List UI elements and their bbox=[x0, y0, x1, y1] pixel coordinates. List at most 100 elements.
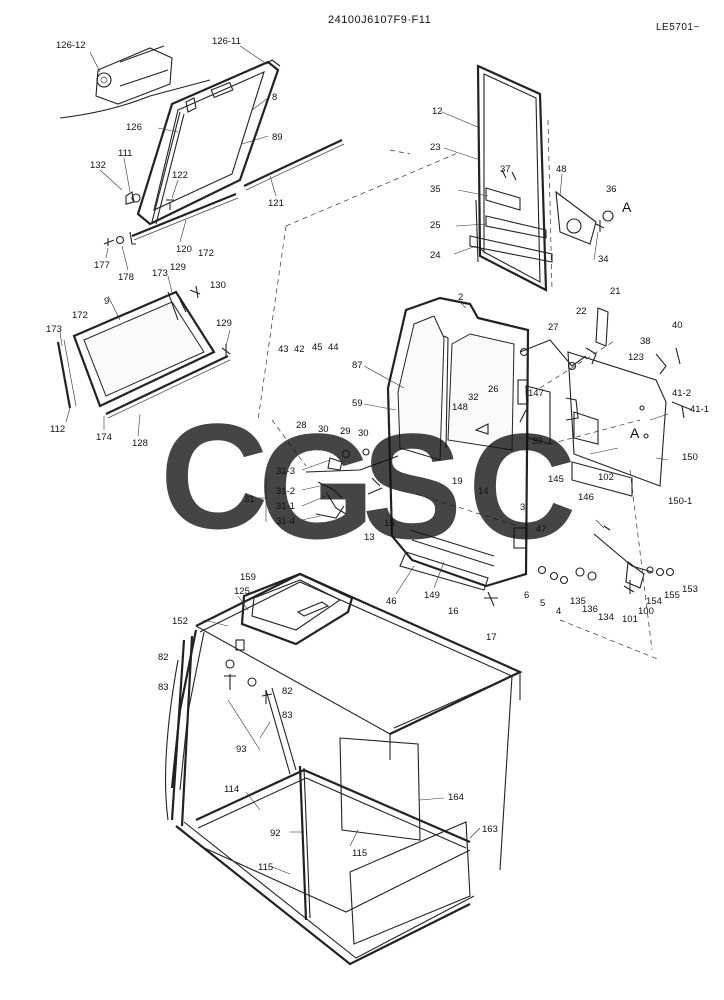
callout-30-a: 30 bbox=[318, 424, 329, 435]
callout-46: 46 bbox=[386, 596, 397, 607]
callout-155: 155 bbox=[664, 590, 680, 601]
pillar-93 bbox=[265, 687, 297, 775]
callout-93: 93 bbox=[236, 744, 247, 755]
side-panel-150 bbox=[559, 307, 693, 661]
callout-23: 23 bbox=[430, 142, 441, 153]
cab-frame bbox=[164, 149, 523, 966]
callout-31-1: 31-1 bbox=[276, 501, 295, 512]
callout-34: 34 bbox=[598, 254, 609, 265]
callout-83-b: 83 bbox=[282, 710, 293, 721]
callout-A-upper: A bbox=[622, 199, 632, 215]
callout-87: 87 bbox=[352, 360, 363, 371]
callout-12: 12 bbox=[432, 106, 443, 117]
callout-4: 4 bbox=[556, 606, 561, 617]
callout-83-a: 83 bbox=[158, 682, 169, 693]
callout-177: 177 bbox=[94, 260, 110, 271]
wire-27 bbox=[519, 339, 597, 371]
callout-146: 146 bbox=[578, 492, 594, 503]
callout-3: 3 bbox=[520, 502, 525, 513]
callout-126-12: 126-12 bbox=[56, 40, 86, 51]
callout-39: 39 bbox=[532, 436, 543, 447]
callout-24: 24 bbox=[430, 250, 441, 261]
callout-82-b: 82 bbox=[282, 686, 293, 697]
callout-129-lower: 129 bbox=[216, 318, 232, 329]
callout-labels: 126-12 126-11 8 126 89 111 132 122 121 1… bbox=[46, 36, 709, 873]
lower-front-glass-9 bbox=[56, 285, 231, 419]
callout-40: 40 bbox=[672, 320, 683, 331]
callout-22: 22 bbox=[576, 306, 587, 317]
callout-31: 31 bbox=[244, 494, 255, 505]
callout-136: 136 bbox=[582, 604, 598, 615]
callout-114: 114 bbox=[224, 784, 239, 795]
callout-44: 44 bbox=[328, 342, 339, 353]
callout-41-2: 41-2 bbox=[672, 388, 691, 399]
watermark-letter-4: C bbox=[468, 402, 576, 570]
callout-29: 29 bbox=[340, 426, 351, 437]
callout-147: 147 bbox=[528, 388, 544, 399]
wiper-motor-assembly bbox=[59, 45, 211, 119]
callout-163: 163 bbox=[482, 824, 498, 835]
callout-154: 154 bbox=[646, 596, 662, 607]
callout-100: 100 bbox=[638, 606, 654, 617]
callout-134: 134 bbox=[598, 612, 614, 623]
rear-window-12 bbox=[469, 64, 614, 292]
wire-harness-102 bbox=[593, 525, 675, 594]
callout-123: 123 bbox=[628, 352, 644, 363]
callout-115-a: 115 bbox=[352, 848, 367, 859]
callout-38: 38 bbox=[640, 336, 651, 347]
callout-14: 14 bbox=[478, 486, 489, 497]
callout-115-b: 115 bbox=[258, 862, 273, 873]
front-pillar-152 bbox=[170, 629, 205, 791]
callout-172-upper: 172 bbox=[198, 248, 214, 259]
callout-48: 48 bbox=[556, 164, 567, 175]
callout-41-1: 41-1 bbox=[690, 404, 709, 415]
callout-135: 135 bbox=[570, 596, 586, 607]
watermark-logo: C G S C bbox=[160, 392, 576, 570]
callout-15: 15 bbox=[384, 518, 395, 529]
callout-47: 47 bbox=[536, 524, 547, 535]
callout-150-1: 150-1 bbox=[668, 496, 692, 507]
callout-16: 16 bbox=[448, 606, 459, 617]
callout-152: 152 bbox=[172, 616, 188, 627]
callout-92: 92 bbox=[270, 828, 281, 839]
callout-27: 27 bbox=[548, 322, 559, 333]
callout-5: 5 bbox=[540, 598, 545, 609]
callout-172-lower: 172 bbox=[72, 310, 88, 321]
callout-122: 122 bbox=[172, 170, 188, 181]
callout-174: 174 bbox=[96, 432, 112, 443]
lower-sash-120 bbox=[129, 192, 239, 245]
door-latch-and-cover bbox=[525, 339, 641, 445]
callout-9: 9 bbox=[104, 296, 109, 307]
serial-range: LE5701~ bbox=[656, 22, 700, 33]
callout-102: 102 bbox=[598, 472, 614, 483]
callout-89: 89 bbox=[272, 132, 283, 143]
callout-31-3: 31-3 bbox=[276, 466, 295, 477]
callout-26: 26 bbox=[488, 384, 499, 395]
callout-59: 59 bbox=[352, 398, 363, 409]
callout-173-upper: 173 bbox=[152, 268, 168, 279]
callout-159: 159 bbox=[240, 572, 256, 583]
callout-43: 43 bbox=[278, 344, 289, 355]
callout-17: 17 bbox=[486, 632, 497, 643]
callout-173-lower: 173 bbox=[46, 324, 62, 335]
callout-25: 25 bbox=[430, 220, 441, 231]
callout-101: 101 bbox=[622, 614, 638, 625]
bolts-82-83 bbox=[224, 639, 273, 704]
callout-31-4: 31-4 bbox=[276, 516, 295, 527]
callout-178: 178 bbox=[118, 272, 134, 283]
callout-149: 149 bbox=[424, 590, 440, 601]
callout-148: 148 bbox=[452, 402, 468, 413]
callout-8: 8 bbox=[272, 92, 277, 103]
callout-153: 153 bbox=[682, 584, 698, 595]
callout-130: 130 bbox=[210, 280, 226, 291]
callout-121: 121 bbox=[268, 198, 284, 209]
callout-129-upper: 129 bbox=[170, 262, 186, 273]
leader-lines bbox=[59, 45, 669, 875]
callout-36: 36 bbox=[606, 184, 617, 195]
callout-30-b: 30 bbox=[358, 428, 369, 439]
callout-82-a: 82 bbox=[158, 652, 169, 663]
callout-A-lower: A bbox=[630, 425, 640, 441]
callout-145: 145 bbox=[548, 474, 564, 485]
